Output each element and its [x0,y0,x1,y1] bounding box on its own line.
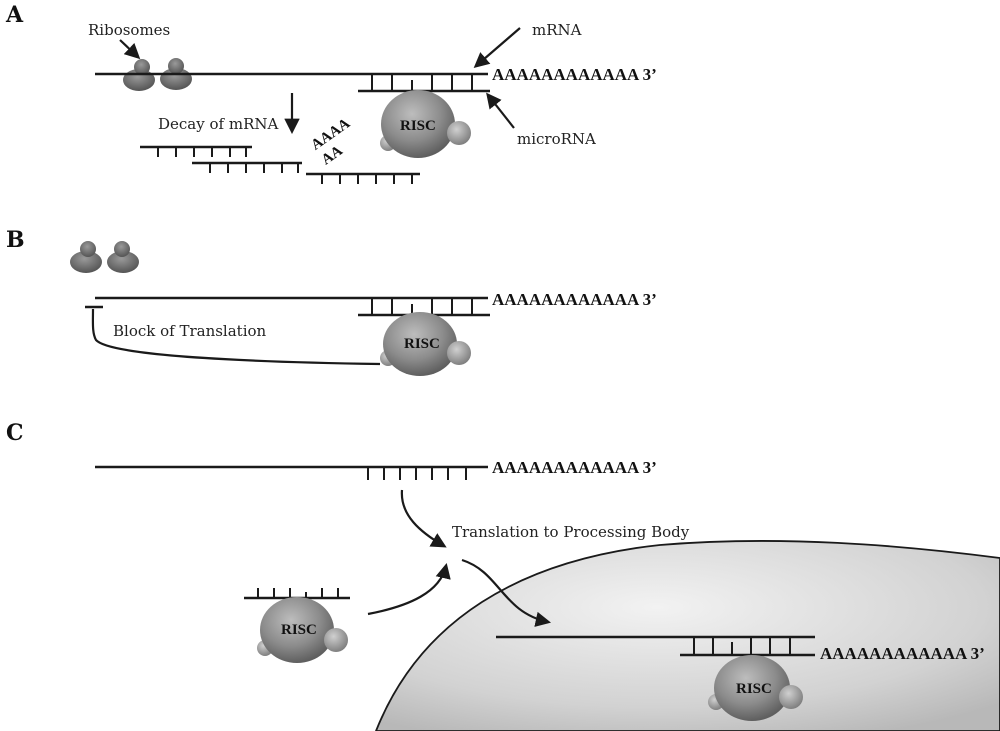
mrna-fragment-3 [306,172,420,184]
mrna-fragment-1 [140,145,252,157]
risc-label-a: RISC [400,118,436,134]
risc-complex-c-free [257,597,348,663]
translation-pbody-label: Translation to Processing Body [452,523,690,541]
base-pairs-a [371,74,473,91]
ribosomes-arrow [119,39,141,60]
risc-label-b: RISC [404,336,440,352]
poly-a-tail-pbody: AAAAAAAAAAAA 3’ [820,644,985,663]
poly-a-tail-c: AAAAAAAAAAAA 3’ [492,458,657,477]
decay-label: Decay of mRNA [158,115,278,133]
microrna-label: microRNA [517,130,596,148]
risc-complex-pbody [708,655,803,721]
poly-a-tail-a: AAAAAAAAAAAA 3’ [492,65,657,84]
risc-complex-b [380,312,471,376]
risc-to-merge-arrow [367,562,451,616]
microrna-ticks-c [257,588,339,598]
ribosome-b-2 [107,241,139,273]
panel-a-letter: A [5,2,24,28]
mrna-to-merge-arrow [400,489,447,548]
microrna-label-arrow [486,92,515,129]
risc-label-c-free: RISC [281,622,317,638]
ribosome-b-1 [70,241,102,273]
mrna-fragment-2 [192,161,302,173]
poly-a-tail-b: AAAAAAAAAAAA 3’ [492,290,657,309]
base-pairs-pbody [693,637,791,655]
base-pairs-b [371,298,473,315]
block-inhibition-curve [91,308,381,366]
mrna-label: mRNA [532,21,582,39]
merge-to-pbody-arrow [461,558,552,627]
ribosomes-label: Ribosomes [88,21,170,39]
panel-c-letter: C [6,420,24,446]
binding-sites-c [367,467,467,480]
block-label: Block of Translation [113,322,267,340]
panel-b-letter: B [6,227,25,253]
risc-label-pbody: RISC [736,681,772,697]
mrna-label-arrow [473,27,521,69]
risc-complex-a [380,90,471,158]
